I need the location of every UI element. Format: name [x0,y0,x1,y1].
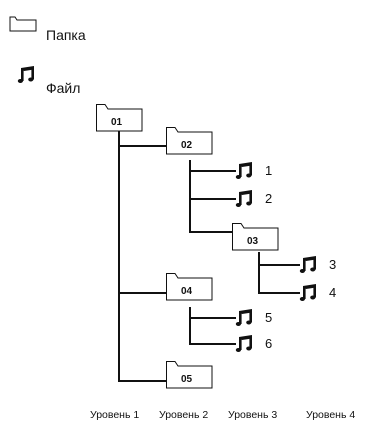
file-node-3: 3 [299,256,336,273]
music-note-icon [299,284,316,301]
folder-icon [166,361,213,389]
folder-node-03: 03 [232,223,279,251]
file-node-6: 6 [235,335,272,352]
folder-icon [232,223,279,251]
music-note-icon [235,309,252,326]
music-note-icon [299,256,316,273]
folder-label: 03 [247,236,259,247]
connector-04-trunk [189,307,236,345]
connector-02-trunk [189,160,232,233]
legend: Папка Файл [9,16,86,96]
folder-icon [166,273,213,301]
file-number-label: 2 [265,191,272,206]
folder-icon [9,16,37,32]
music-note-icon [17,66,34,83]
connector-03-trunk [258,252,300,294]
file-number-label: 1 [265,163,272,178]
file-node-2: 2 [235,190,272,207]
folder-icon [166,127,213,155]
file-number-label: 5 [265,310,272,325]
music-note-icon [235,335,252,352]
level-labels: Уровень 1 Уровень 2 Уровень 3 Уровень 4 [90,409,355,421]
file-node-4: 4 [299,284,336,301]
level-label-4: Уровень 4 [306,409,355,421]
level-label-3: Уровень 3 [228,409,277,421]
folder-node-05: 05 [166,361,213,389]
level-label-2: Уровень 2 [159,409,208,421]
connector-01-trunk [118,131,166,382]
music-note-icon [235,190,252,207]
folder-label: 02 [181,140,193,151]
folder-label: 05 [181,374,193,385]
file-node-1: 1 [235,162,272,179]
tree-connectors [118,131,300,382]
file-number-label: 4 [329,285,336,300]
file-nodes: 1 2 3 4 5 6 [235,162,336,352]
music-note-icon [235,162,252,179]
file-number-label: 6 [265,336,272,351]
folder-node-02: 02 [166,127,213,155]
folder-label: 04 [181,286,193,297]
legend-file-label: Файл [46,80,80,96]
folder-nodes: 01 02 03 04 05 [96,104,279,389]
file-number-label: 3 [329,257,336,272]
folder-icon [96,104,143,132]
file-node-5: 5 [235,309,272,326]
level-label-1: Уровень 1 [90,409,139,421]
folder-node-04: 04 [166,273,213,301]
legend-folder-label: Папка [46,27,86,43]
folder-node-01: 01 [96,104,143,132]
folder-label: 01 [111,117,123,128]
